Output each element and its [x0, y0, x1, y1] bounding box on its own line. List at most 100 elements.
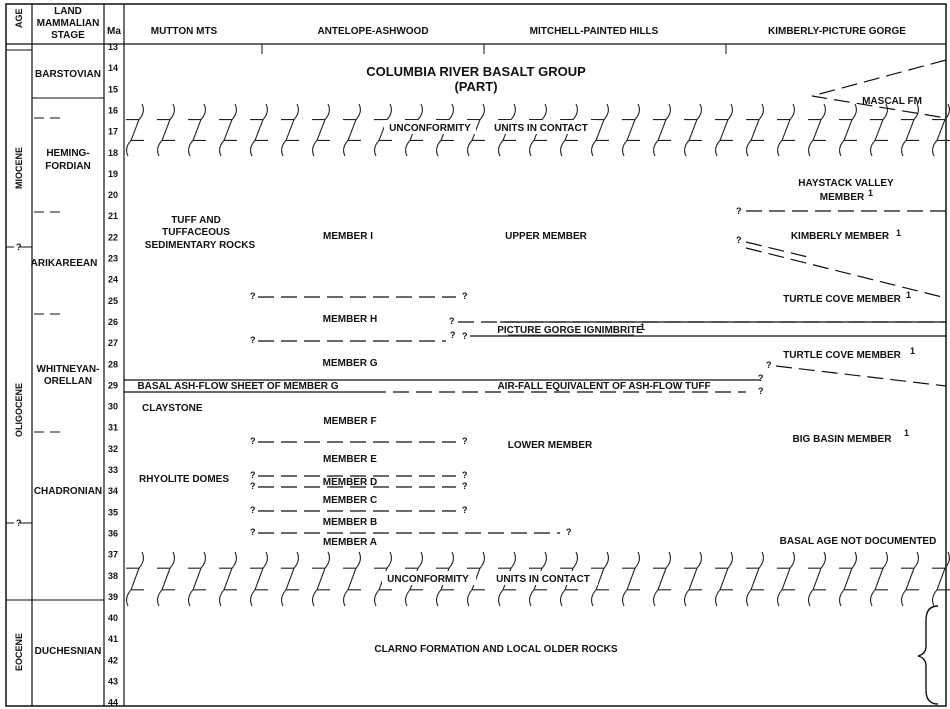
ma-tick-labels: 1314151617181920212223242526272829303132…	[108, 42, 118, 708]
ma-tick-25: 25	[108, 296, 118, 306]
kimberly-wedge-bottom	[745, 247, 947, 299]
picture-gorge-ignimbrite-label: PICTURE GORGE IGNIMBRITE	[497, 325, 643, 336]
ma-tick-32: 32	[108, 444, 118, 454]
hatch-bottom-stroke-23	[838, 551, 858, 607]
column-antelope-ashwood: ANTELOPE-ASHWOOD	[317, 26, 428, 37]
hatch-top-stroke-7	[342, 103, 362, 157]
hatch-bottom-stroke-17	[652, 551, 672, 607]
hatch-bottom-stroke-7	[342, 551, 362, 607]
stage-header-line1: LAND	[54, 6, 82, 17]
columbia-river-basalt-subtitle: (PART)	[454, 79, 497, 94]
unconformity-top-label: UNCONFORMITY	[389, 123, 471, 134]
q-member-f-base-right: ?	[462, 436, 468, 446]
hatch-top-stroke-16	[621, 103, 641, 157]
q-turtle-cove-3: ?	[758, 386, 764, 396]
q-member-e-base-left: ?	[250, 470, 256, 480]
hatch-top-stroke-1	[156, 103, 176, 157]
hatch-bottom-stroke-15	[590, 551, 610, 607]
kimberly-note: 1	[896, 228, 901, 238]
ma-tick-17: 17	[108, 127, 118, 137]
age-oligocene: OLIGOCENE	[14, 383, 24, 437]
q-member-h-base-right: ?	[450, 330, 456, 340]
stage-hemingfordian-2: FORDIAN	[45, 161, 91, 172]
basal-age-not-documented-label: BASAL AGE NOT DOCUMENTED	[780, 536, 937, 547]
hatch-top-stroke-6	[311, 103, 331, 157]
mascal-fm-label: MASCAL FM	[862, 96, 922, 107]
contact-bottom-bg	[488, 571, 598, 585]
unconformity-top-bg	[384, 120, 476, 134]
hatch-bottom-stroke-20	[745, 551, 765, 607]
hatch-top-stroke-25	[900, 103, 920, 157]
haystack-note: 1	[868, 188, 873, 198]
hatch-bottom-stroke-24	[869, 551, 889, 607]
age-eocene: EOCENE	[14, 633, 24, 671]
haystack-valley-label-2: MEMBER	[820, 192, 865, 203]
column-mitchell-painted-hills: MITCHELL-PAINTED HILLS	[530, 26, 659, 37]
ma-tick-40: 40	[108, 613, 118, 623]
ma-tick-24: 24	[108, 275, 118, 285]
stage-arikareean: ARIKAREEAN	[31, 258, 98, 269]
q-member-c-base-right: ?	[462, 505, 468, 515]
ma-tick-29: 29	[108, 380, 118, 390]
hatch-top-stroke-26	[931, 103, 950, 157]
hatch-bottom-stroke-19	[714, 551, 734, 607]
ma-tick-35: 35	[108, 507, 118, 517]
q-picture-gorge-base: ?	[462, 331, 468, 341]
hatch-bottom-stroke-16	[621, 551, 641, 607]
turtle-cove-lower-wedge	[775, 365, 947, 387]
turtle-cove-upper-note: 1	[906, 290, 911, 300]
ma-tick-39: 39	[108, 592, 118, 602]
units-in-contact-bottom-label: UNITS IN CONTACT	[496, 574, 590, 585]
unconformity-hatch-bottom	[125, 551, 950, 607]
upper-member-label: UPPER MEMBER	[505, 231, 587, 242]
member-a-label: MEMBER A	[323, 537, 377, 548]
hatch-bottom-stroke-25	[900, 551, 920, 607]
hatch-bottom-stroke-5	[280, 551, 300, 607]
ma-tick-18: 18	[108, 148, 118, 158]
column-mutton-mts: MUTTON MTS	[151, 26, 218, 37]
air-fall-equivalent-label: AIR-FALL EQUIVALENT OF ASH-FLOW TUFF	[497, 381, 710, 392]
q-member-i-base-left: ?	[250, 291, 256, 301]
ma-tick-22: 22	[108, 232, 118, 242]
hatch-bottom-stroke-18	[683, 551, 703, 607]
clarno-brace	[917, 605, 939, 705]
q-member-f-base-left: ?	[250, 436, 256, 446]
hatch-bottom-stroke-4	[249, 551, 269, 607]
hatch-bottom-stroke-26	[931, 551, 950, 607]
age-miocene: MIOCENE	[14, 147, 24, 189]
haystack-valley-label-1: HAYSTACK VALLEY	[798, 178, 894, 189]
ma-tick-37: 37	[108, 550, 118, 560]
mascal-wedge	[811, 59, 947, 119]
ma-tick-28: 28	[108, 359, 118, 369]
hatch-top-stroke-4	[249, 103, 269, 157]
kimberly-wedge-top	[745, 241, 813, 259]
ma-tick-33: 33	[108, 465, 118, 475]
turtle-cove-lower-label: TURTLE COVE MEMBER	[783, 350, 902, 361]
age-boundary-question-2: ?	[16, 518, 22, 528]
hatch-top-stroke-20	[745, 103, 765, 157]
stage-whitneyan-2: ORELLAN	[44, 376, 92, 387]
hatch-bottom-stroke-21	[776, 551, 796, 607]
q-turtle-cove-1: ?	[766, 360, 772, 370]
q-member-i-base-right: ?	[462, 291, 468, 301]
lower-member-label: LOWER MEMBER	[508, 440, 593, 451]
ma-tick-19: 19	[108, 169, 118, 179]
member-c-label: MEMBER C	[323, 495, 377, 506]
stage-hemingfordian-1: HEMING-	[46, 148, 89, 159]
ma-tick-31: 31	[108, 423, 118, 433]
ma-tick-30: 30	[108, 402, 118, 412]
age-header: AGE	[14, 8, 24, 28]
stage-whitneyan-1: WHITNEYAN-	[37, 364, 100, 375]
hatch-top-stroke-17	[652, 103, 672, 157]
member-b-label: MEMBER B	[323, 517, 377, 528]
q-turtle-cove-2: ?	[758, 373, 764, 383]
ma-tick-23: 23	[108, 254, 118, 264]
hatch-top-stroke-21	[776, 103, 796, 157]
big-basin-note: 1	[904, 428, 909, 438]
ma-tick-16: 16	[108, 105, 118, 115]
hatch-top-stroke-3	[218, 103, 238, 157]
q-member-b-base-left: ?	[250, 527, 256, 537]
ma-tick-43: 43	[108, 677, 118, 687]
columbia-river-basalt-title: COLUMBIA RIVER BASALT GROUP	[366, 64, 586, 79]
column-kimberly-picture-gorge: KIMBERLY-PICTURE GORGE	[768, 26, 906, 37]
